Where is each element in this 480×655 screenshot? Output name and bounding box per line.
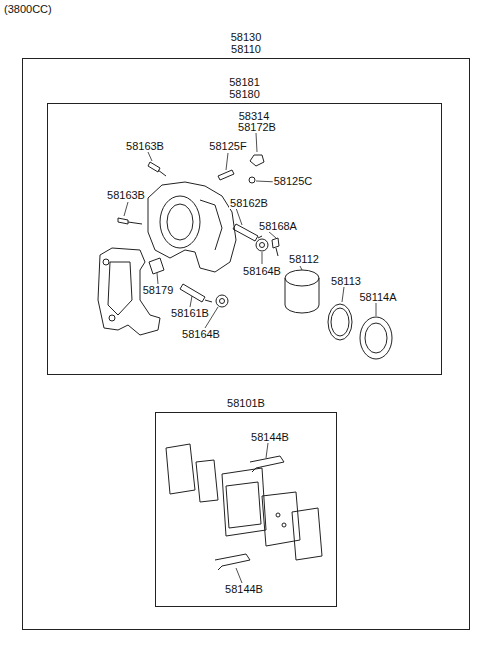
caliper-body [160, 196, 200, 248]
bolts-and-pins [180, 284, 205, 302]
bolts-and-pins [276, 248, 278, 256]
piston-and-seals [285, 270, 319, 286]
pad-set [276, 513, 280, 517]
leader-lines [148, 152, 152, 161]
piston-and-seals [328, 304, 352, 340]
bolts-and-pins [233, 224, 258, 241]
bolts-and-pins [249, 177, 255, 183]
callout-number: 58162B [229, 197, 269, 209]
leader-lines [124, 133, 376, 583]
bolts-and-pins [260, 243, 265, 248]
callout-number: 58144B [250, 431, 290, 443]
pad-set [166, 444, 195, 494]
piston-and-seals [285, 278, 319, 313]
leader-lines [226, 153, 228, 170]
piston-and-seals [365, 323, 387, 353]
callout-number: 58164B [242, 265, 282, 277]
leader-lines [300, 266, 302, 270]
leader-lines [262, 252, 263, 264]
bolts-and-pins [272, 238, 279, 248]
pad-set [222, 468, 266, 536]
leader-lines [342, 287, 344, 302]
callout-number: 58114A [358, 291, 397, 303]
leader-lines [157, 273, 158, 284]
piston-and-seals [285, 270, 392, 359]
caliper-bracket [108, 262, 132, 315]
callout-number: 58168A [258, 220, 298, 232]
callout-number: 58125F [208, 140, 247, 152]
bolts-and-pins [158, 170, 166, 176]
callout-number: 58125C [273, 175, 314, 187]
callout-number: 58113 [330, 275, 362, 287]
part-number-heading: 58130 58110 [231, 31, 262, 55]
piston-and-seals [360, 317, 392, 359]
pad-set [215, 554, 250, 570]
leader-lines [236, 568, 242, 583]
part-number-heading: 58181 58180 [229, 76, 260, 100]
caliper-bracket [103, 259, 109, 265]
bolts-and-pins [149, 258, 164, 274]
pad-set [292, 508, 322, 560]
bolts-and-pins [256, 239, 268, 251]
leader-lines [236, 208, 242, 225]
piston-and-seals [331, 308, 349, 336]
bolts-and-pins [118, 155, 279, 307]
bolts-and-pins [250, 155, 264, 166]
bolts-and-pins [205, 300, 212, 302]
callout-number: 58172B [237, 121, 277, 133]
leader-lines [268, 231, 276, 238]
caliper-body [148, 182, 236, 272]
leader-lines [256, 133, 257, 152]
bolts-and-pins [258, 236, 262, 238]
caliper-body [148, 182, 236, 272]
pad-set [196, 460, 218, 502]
callout-number: 58164B [181, 328, 221, 340]
bolts-and-pins [218, 170, 234, 180]
leader-lines [124, 202, 128, 216]
bolts-and-pins [128, 222, 142, 224]
pad-set [166, 444, 322, 570]
bolts-and-pins [216, 295, 228, 307]
pad-set [250, 456, 284, 472]
leader-lines [376, 303, 377, 316]
callout-number: 58144B [224, 583, 264, 595]
callout-number: 58163B [106, 189, 146, 201]
pad-set [226, 482, 261, 528]
diagram-title: (3800CC) [4, 3, 52, 15]
callout-number: 58163B [125, 140, 165, 152]
leader-lines [190, 296, 192, 307]
group-frame: 58101B [155, 412, 337, 607]
bolts-and-pins [118, 218, 128, 224]
leader-lines [266, 443, 268, 458]
caliper-body [167, 204, 193, 240]
bolts-and-pins [220, 299, 225, 304]
part-number-heading: 58101B [227, 397, 265, 409]
caliper-body [200, 200, 222, 250]
caliper-bracket [109, 315, 115, 321]
callout-number: 58161B [170, 307, 210, 319]
pad-set [282, 523, 286, 527]
callout-number: 58112 [288, 253, 320, 265]
callout-number: 58179 [142, 284, 175, 296]
